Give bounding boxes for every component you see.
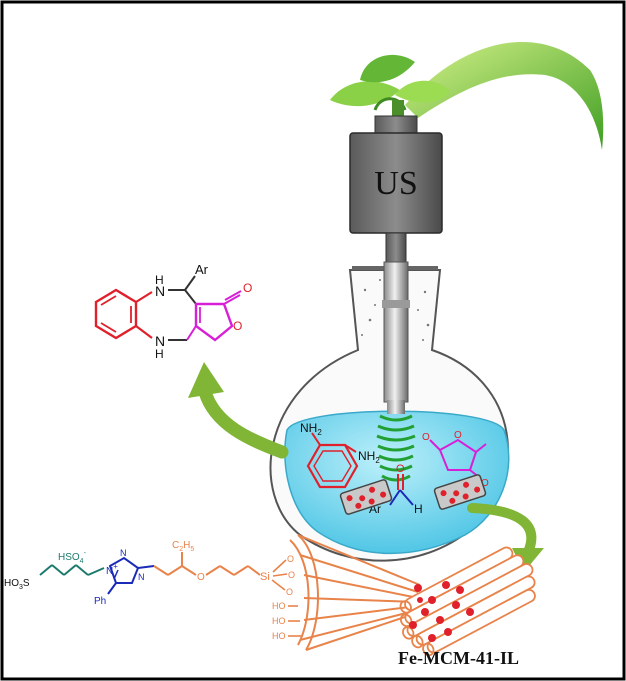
plant-leaves-icon: [330, 41, 604, 150]
ho-c-label: HO: [272, 631, 286, 641]
si-o-b: O: [288, 570, 295, 580]
catalyst-particle-2: [433, 474, 487, 510]
tetronic-o1-label: O: [422, 432, 430, 443]
catalyst-particle-1: [339, 479, 393, 515]
catalyst-arrow-icon: [467, 503, 544, 572]
device-label: US: [374, 165, 417, 202]
nh2-a-label: NH2: [300, 421, 322, 437]
si-o-a: O: [287, 554, 294, 564]
product-ar-label: Ar: [195, 262, 209, 277]
product-carbonyl-o: O: [243, 281, 252, 295]
product-molecule: N H N H Ar O O: [94, 262, 252, 361]
aldehyde-reactant: Ar O H: [369, 463, 423, 516]
si-o-c: O: [286, 587, 293, 597]
ionic-liquid-chain: HO3S HSO4- N+ N N Ph C2H5 O Si O O O HO …: [4, 540, 302, 641]
ho-b-label: HO: [272, 616, 286, 626]
mcm41-bundle: [399, 546, 536, 657]
product-h-bottom: H: [155, 347, 164, 361]
product-ring-o: O: [233, 319, 242, 333]
c2h5-label: C2H5: [172, 540, 194, 553]
product-arrow-icon: [188, 362, 289, 459]
tetronic-o3-label: O: [481, 478, 489, 489]
aldehyde-o-label: O: [396, 463, 405, 475]
so3h-label: HO3S: [4, 578, 30, 591]
product-n-top: N: [155, 283, 165, 299]
catalyst-name-label: Fe-MCM-41-IL: [398, 648, 519, 668]
aldehyde-h-label: H: [414, 502, 423, 516]
ultrasound-device: US: [349, 115, 443, 264]
ho-a-label: HO: [272, 601, 286, 611]
tetronic-o2-label: O: [454, 430, 462, 441]
product-n-bottom: N: [155, 333, 165, 349]
hso4-label: HSO4-: [58, 550, 87, 565]
triazole-n3-label: N: [138, 572, 145, 582]
ether-o-label: O: [197, 572, 205, 583]
product-h-top: H: [155, 273, 164, 287]
round-bottom-flask: [269, 261, 510, 562]
si-label: Si: [260, 571, 270, 583]
ultrasound-waves-icon: [376, 414, 416, 482]
diamine-reactant: NH2 NH2: [300, 421, 380, 489]
n-plus-label: N+: [106, 562, 118, 577]
ph-label: Ph: [94, 596, 106, 607]
nh2-b-label: NH2: [358, 449, 380, 465]
triazole-n2-label: N: [120, 548, 127, 558]
